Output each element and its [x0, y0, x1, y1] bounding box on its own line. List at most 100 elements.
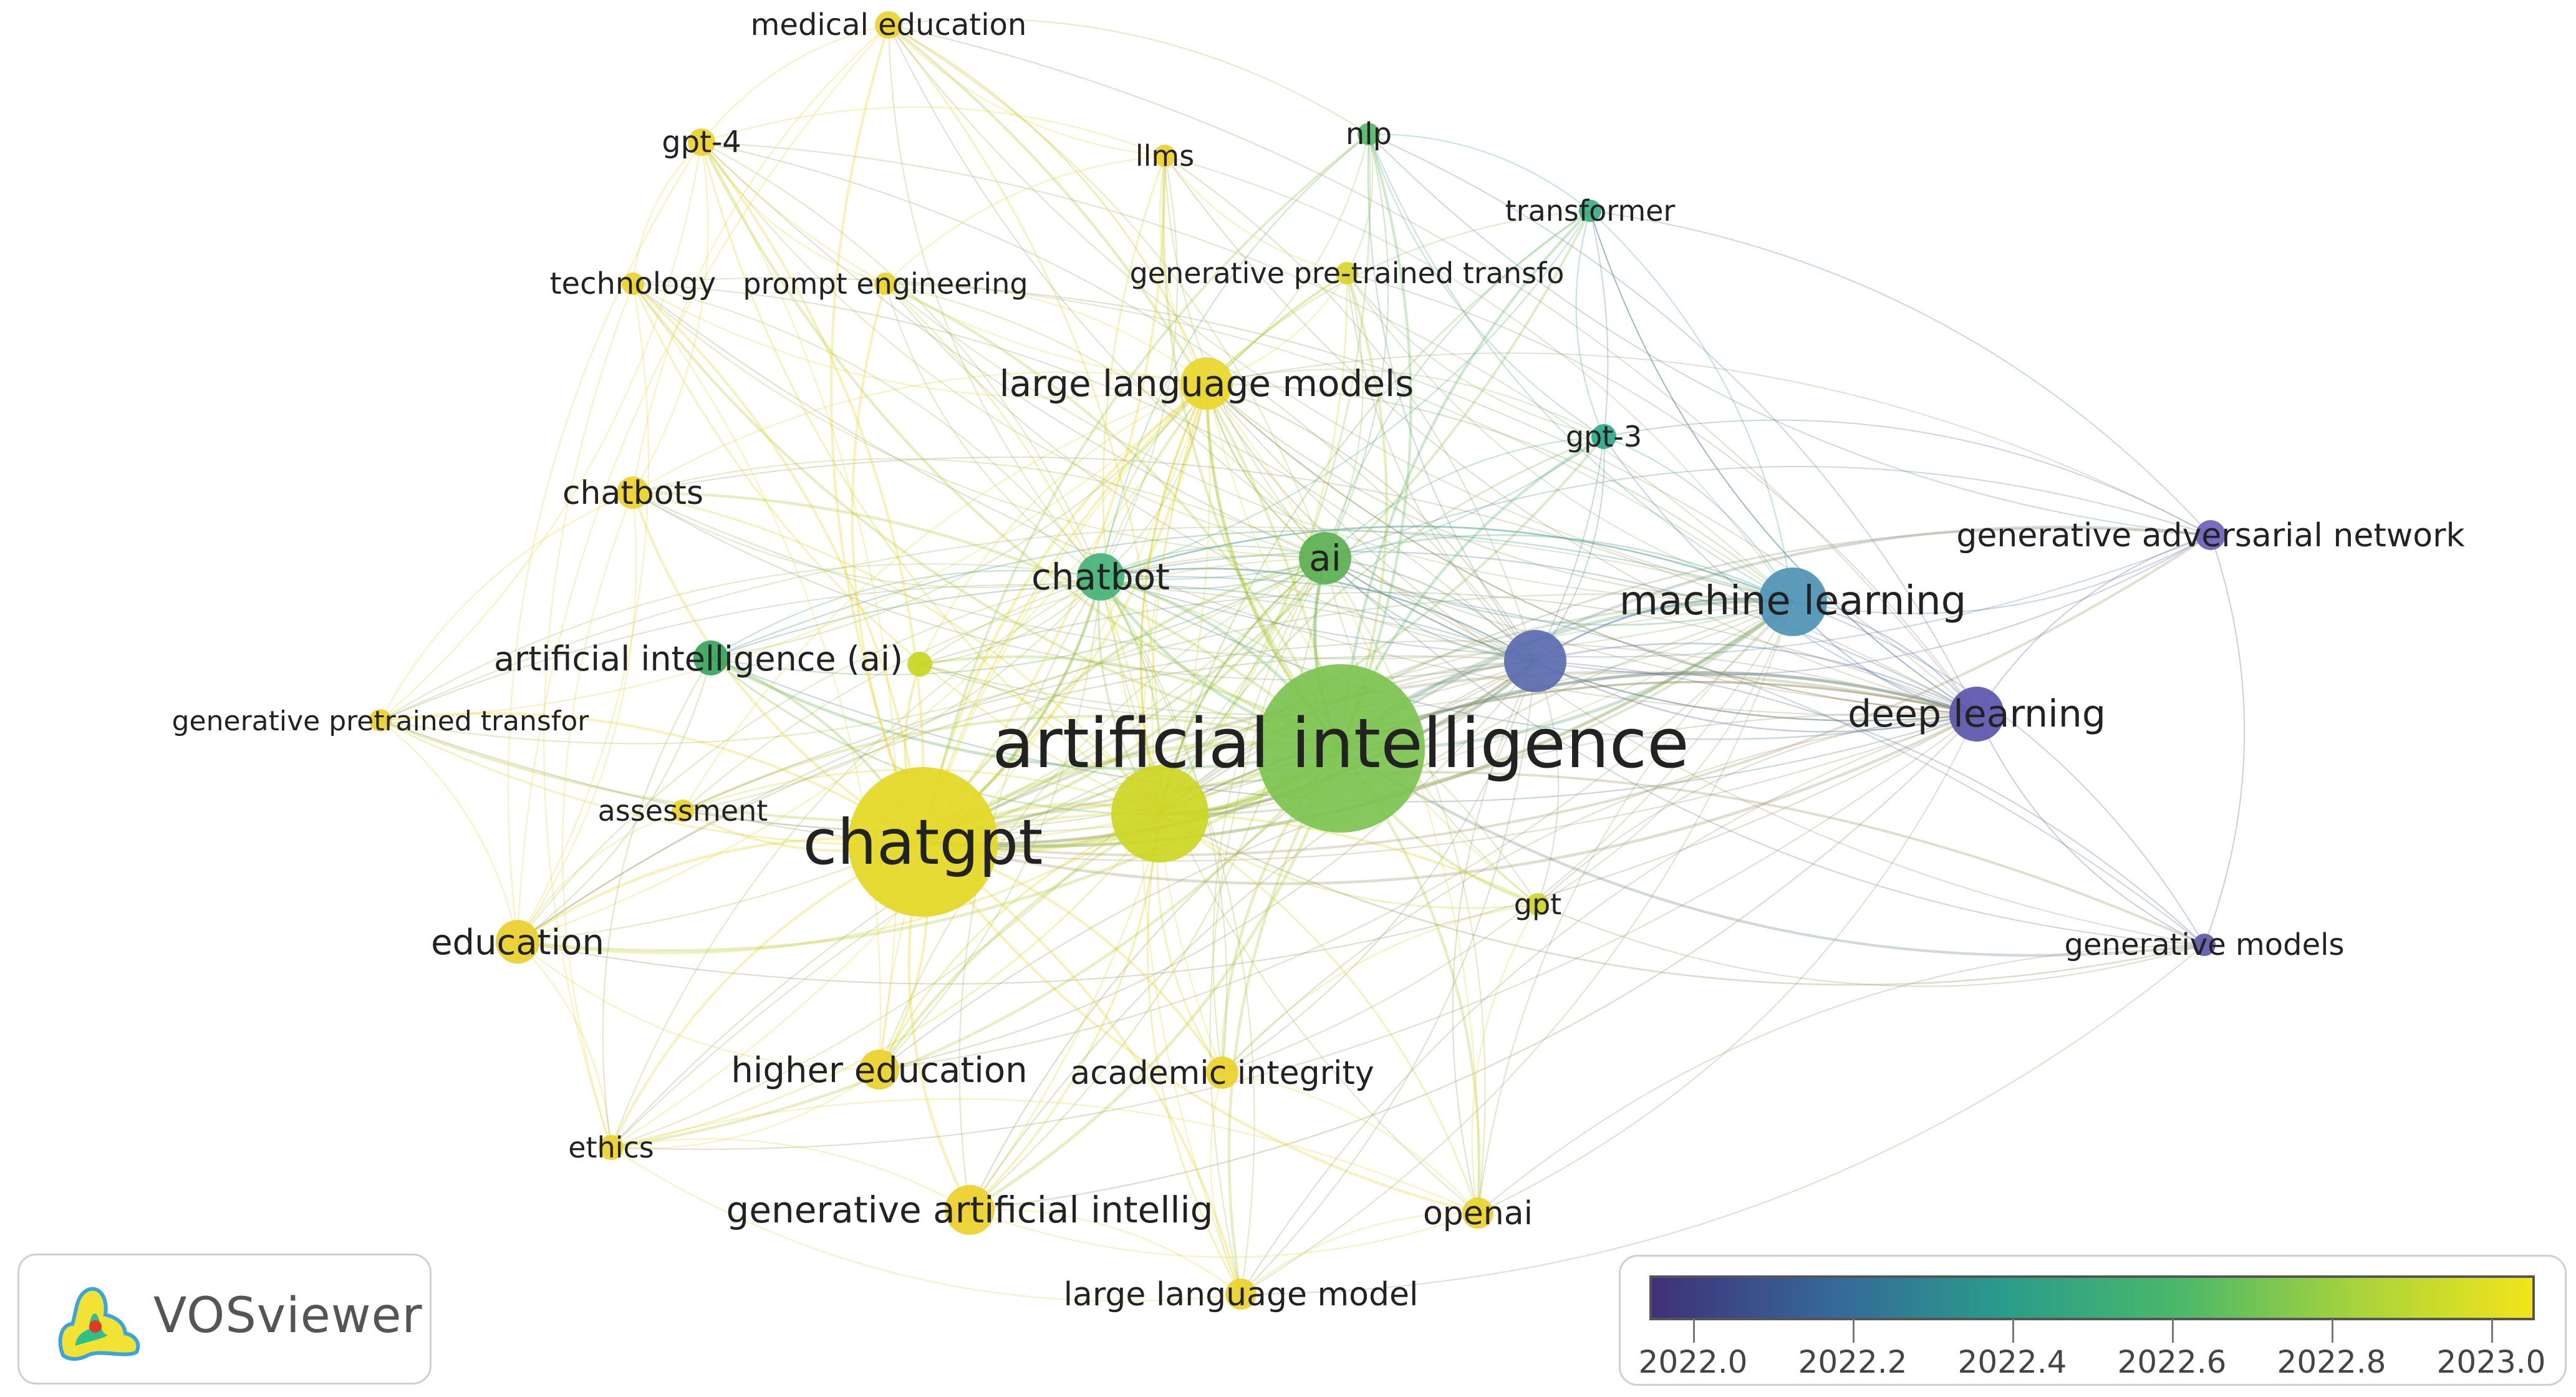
node-blob[interactable] — [1111, 765, 1208, 863]
network-edge — [632, 283, 1101, 578]
network-edge — [701, 142, 899, 1070]
node-generative-pretrained-transfor[interactable] — [369, 709, 392, 732]
network-edge — [1589, 210, 1977, 715]
node-generative-adversarial-network[interactable] — [2196, 520, 2226, 550]
network-edge — [919, 383, 1207, 665]
node-large-language-model[interactable] — [1225, 1279, 1257, 1310]
network-edge — [632, 283, 1160, 815]
node-nlp[interactable] — [1358, 123, 1380, 145]
node-label: machine learning — [1619, 578, 1966, 624]
network-edge — [1222, 713, 1977, 1073]
network-edge — [380, 383, 1207, 721]
network-edge — [1535, 660, 2205, 945]
network-edge — [879, 576, 1101, 1070]
network-edge — [1240, 1212, 1479, 1295]
node-prompt-engineering[interactable] — [874, 273, 897, 295]
network-edge — [701, 141, 1793, 602]
node-academic-integrity[interactable] — [1206, 1056, 1238, 1089]
network-edge — [888, 24, 1207, 384]
network-edge — [1159, 813, 1538, 909]
network-edge — [632, 458, 1326, 559]
node-large-language-models[interactable] — [1180, 357, 1233, 410]
network-edge — [922, 133, 1370, 843]
node-education[interactable] — [496, 920, 539, 964]
network-edge — [1324, 557, 1793, 626]
network-edge — [1206, 382, 1793, 603]
node-generative-artificial-intellig[interactable] — [945, 1185, 995, 1235]
node-label: prompt engineering — [743, 267, 1028, 301]
network-edge — [380, 719, 1160, 846]
network-edge — [1324, 436, 1604, 559]
network-edge — [701, 142, 1536, 662]
node-artificial-intelligence[interactable] — [1257, 664, 1425, 833]
network-edge — [1240, 944, 2205, 1295]
node-ai[interactable] — [1299, 532, 1351, 584]
legend-tick-label: 2023.0 — [2436, 1344, 2546, 1380]
network-edge — [682, 640, 1977, 811]
node-llms[interactable] — [1154, 145, 1176, 167]
network-edge — [887, 24, 1343, 749]
network-edge — [1164, 155, 1348, 274]
node-label: large language models — [1000, 362, 1414, 405]
network-edge — [610, 558, 1326, 1148]
network-edge — [888, 24, 1326, 559]
node-deep-learning[interactable] — [1949, 687, 2004, 742]
network-edge — [632, 492, 1101, 588]
network-edge — [1471, 904, 1538, 1214]
node-label: ai — [1309, 537, 1341, 579]
node-artificial-intelligence-ai[interactable] — [693, 640, 728, 675]
network-edge — [562, 492, 634, 1148]
network-edge — [632, 142, 709, 493]
node-technology[interactable] — [622, 273, 644, 295]
node-ethics[interactable] — [599, 1135, 624, 1160]
network-edge — [701, 106, 1165, 157]
node-label: deep learning — [1848, 692, 2106, 736]
network-edge — [1100, 545, 1326, 578]
node-assessment[interactable] — [672, 800, 694, 822]
network-edge — [632, 283, 1341, 750]
network-edge — [1589, 210, 2211, 536]
network-edge — [632, 491, 1161, 815]
legend-tick-mark — [2332, 1319, 2333, 1343]
node-label: technology — [550, 266, 716, 301]
network-edge — [1222, 601, 1793, 1074]
node-medical-education[interactable] — [875, 11, 902, 39]
network-edge — [1100, 576, 1479, 1214]
network-edge — [1240, 713, 1977, 1295]
network-edge — [885, 283, 1207, 384]
node-center-blue[interactable] — [1504, 630, 1566, 692]
node-higher-education[interactable] — [859, 1050, 899, 1090]
network-edge — [968, 748, 1343, 1212]
network-edge — [1151, 383, 1223, 1073]
network-edge — [710, 558, 1326, 675]
node-openai[interactable] — [1462, 1197, 1493, 1229]
node-machine-learning[interactable] — [1758, 568, 1827, 636]
network-edge — [885, 283, 1977, 715]
network-edge — [922, 712, 1978, 886]
network-nodes — [369, 11, 2226, 1310]
node-ai-small[interactable] — [907, 652, 932, 677]
network-edge — [1222, 660, 1536, 1073]
network-edge — [885, 283, 1536, 662]
network-edge — [958, 576, 1101, 1211]
network-edge — [517, 383, 1207, 943]
node-gpt-3[interactable] — [1591, 424, 1616, 449]
node-generative-pre-trained-transfo[interactable] — [1336, 262, 1358, 284]
node-label: llms — [1136, 139, 1194, 173]
node-generative-models[interactable] — [2193, 934, 2216, 956]
node-transformer[interactable] — [1579, 200, 1601, 222]
node-chatbot[interactable] — [1077, 553, 1124, 601]
network-edge — [1324, 210, 1591, 559]
network-edge — [1159, 813, 2205, 986]
network-edge — [1537, 601, 1793, 905]
node-label: higher education — [731, 1050, 1027, 1091]
network-edge — [1227, 747, 1342, 1295]
node-chatbots[interactable] — [617, 476, 649, 509]
network-edge — [922, 534, 2212, 857]
node-chatgpt[interactable] — [848, 767, 998, 917]
network-edge — [1339, 133, 1412, 749]
node-gpt-4[interactable] — [688, 128, 715, 156]
node-gpt[interactable] — [1527, 893, 1549, 916]
network-edge — [710, 657, 1341, 771]
